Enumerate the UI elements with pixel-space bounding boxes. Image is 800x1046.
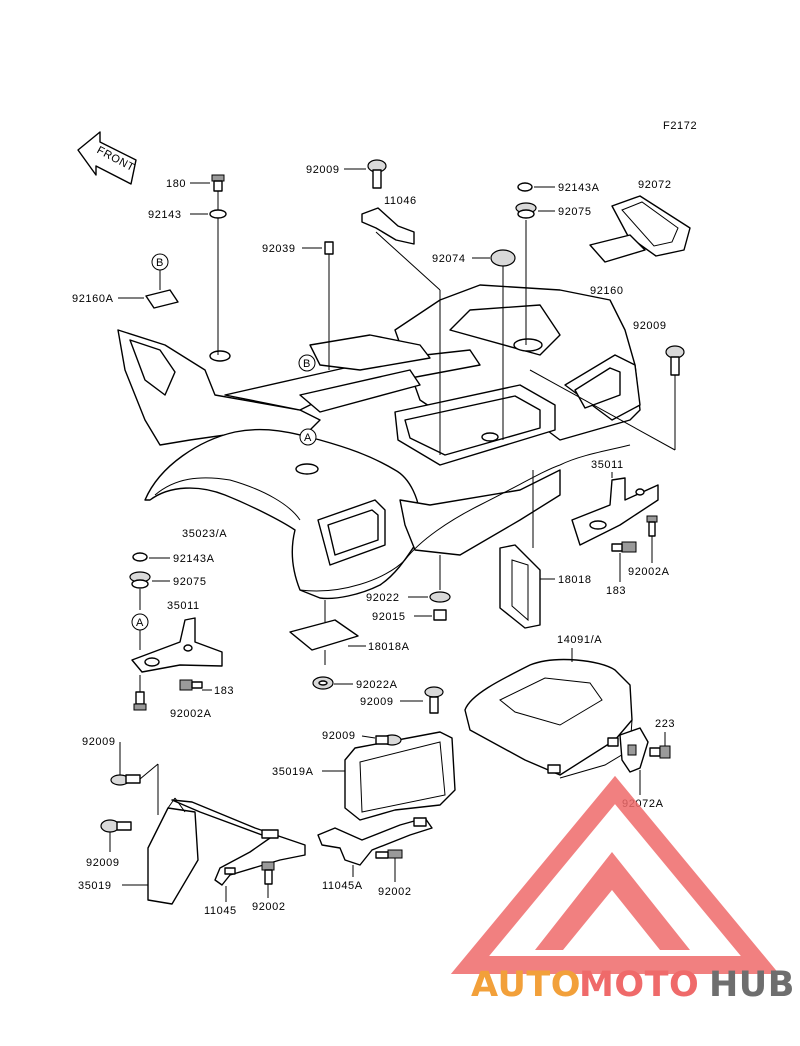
front-arrow-icon: FRONT (77, 131, 137, 185)
label-92075-left: 92075 (173, 576, 207, 588)
grommet-92075-left (129, 571, 151, 610)
bolt-223 (649, 732, 671, 759)
label-92002A-left: 92002A (170, 708, 212, 720)
mudflap-35019 (147, 797, 199, 905)
watermark-logo-icon (450, 775, 780, 974)
label-11046: 11046 (384, 195, 417, 207)
label-92009-ll1: 92009 (82, 736, 116, 748)
label-92160: 92160 (590, 285, 624, 297)
svg-text:B: B (303, 358, 311, 370)
cover-14091A (464, 658, 633, 779)
label-14091A: 14091/A (557, 634, 602, 646)
label-92009-ll2: 92009 (86, 857, 120, 869)
callout-a-bracket: A (131, 613, 149, 650)
label-92143A-top: 92143A (558, 182, 600, 194)
pad-92160A (145, 289, 179, 309)
washer-92143 (209, 209, 227, 219)
bolt-183-right (611, 541, 637, 553)
bolt-92002A-left (133, 675, 147, 711)
bracket-11046 (361, 207, 441, 455)
bolt-92009-mid (424, 686, 444, 714)
bracket-11045A (317, 817, 433, 866)
washer-92022 (429, 555, 451, 603)
label-183-right: 183 (606, 585, 626, 597)
pad-92160 (589, 234, 646, 263)
label-92074: 92074 (432, 253, 466, 265)
nut-92015 (433, 609, 447, 621)
clip-92072A (619, 727, 649, 795)
label-92075-top: 92075 (558, 206, 592, 218)
plate-18018A (289, 600, 359, 665)
label-11045: 11045 (204, 905, 237, 917)
label-92009-right: 92009 (633, 320, 667, 332)
bolt-92009-right (529, 345, 685, 451)
rear-fender-assembly (117, 284, 641, 600)
label-35011-left: 35011 (167, 600, 200, 612)
label-18018A: 18018A (368, 641, 410, 653)
label-35019A: 35019A (272, 766, 314, 778)
bolt-183-left (179, 679, 203, 691)
svg-text:B: B (156, 257, 164, 269)
label-92015: 92015 (372, 611, 406, 623)
bracket-35011-right (571, 477, 659, 546)
label-92009-mid: 92009 (360, 696, 394, 708)
label-35011-right: 35011 (591, 459, 624, 471)
bracket-18018 (499, 470, 541, 629)
label-18018: 18018 (558, 574, 592, 586)
label-92022A: 92022A (356, 679, 398, 691)
bracket-11045 (171, 799, 306, 886)
label-92143A-left: 92143A (173, 553, 215, 565)
watermark-part3: HUB (709, 965, 795, 1005)
washer-92143A-left (132, 552, 148, 562)
label-180: 180 (166, 178, 186, 190)
bracket-35019A (344, 731, 456, 821)
watermark-part1: AUTO (471, 965, 581, 1005)
label-92002-b: 92002 (378, 886, 412, 898)
bolt-92002-a (261, 861, 275, 885)
callout-b-pad: B (151, 253, 169, 290)
bolt-92009-ll1 (110, 763, 159, 815)
clip-92039 (324, 241, 334, 370)
label-92009-lower: 92009 (322, 730, 356, 742)
label-35023A: 35023/A (182, 528, 227, 540)
bolt-92009-lower (375, 734, 402, 746)
label-223: 223 (655, 718, 675, 730)
bolt-180 (211, 174, 225, 355)
label-11045A: 11045A (322, 880, 363, 892)
label-92002A-right: 92002A (628, 566, 670, 578)
bolt-92002A-right (646, 515, 658, 537)
bolt-92002-b (375, 849, 403, 859)
bolt-92009-ll2 (100, 819, 132, 852)
label-92072: 92072 (638, 179, 672, 191)
figure-ref-code: F2172 (663, 120, 697, 132)
callout-a-fender: A (299, 428, 317, 446)
svg-text:A: A (136, 617, 144, 629)
label-92160A: 92160A (72, 293, 114, 305)
callout-b-fender: B (298, 354, 316, 372)
washer-92143A-top (517, 182, 533, 192)
cap-92074 (490, 249, 516, 440)
grommet-92075-top (515, 202, 537, 345)
bracket-35011-left (131, 617, 223, 673)
washer-92022A (312, 676, 334, 690)
label-92009-top: 92009 (306, 164, 340, 176)
label-183-left: 183 (214, 685, 234, 697)
bolt-92009-top (367, 159, 387, 189)
label-92143: 92143 (148, 209, 182, 221)
label-92022: 92022 (366, 592, 400, 604)
label-35019: 35019 (78, 880, 112, 892)
svg-text:A: A (304, 432, 312, 444)
watermark-text: AUTO MOTO HUB (471, 965, 795, 1005)
watermark-part2: MOTO (579, 965, 699, 1005)
label-92002-a: 92002 (252, 901, 286, 913)
label-92039: 92039 (262, 243, 296, 255)
